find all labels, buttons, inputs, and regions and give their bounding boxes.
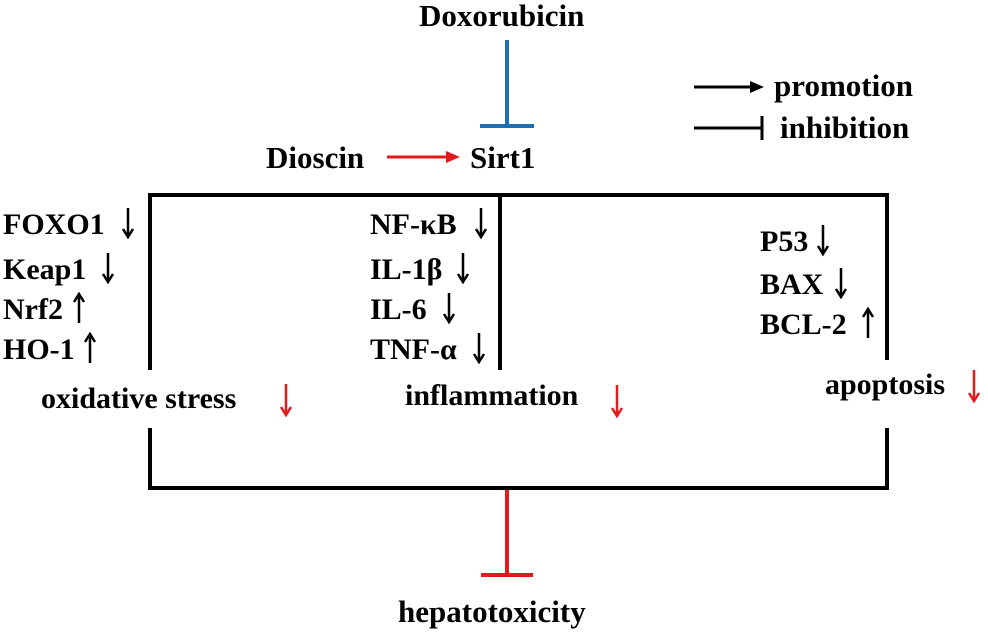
marker-il6: IL-6 (370, 293, 456, 325)
marker-p53: P53 (760, 225, 830, 257)
red-down-arrow-icon (279, 384, 293, 418)
down-arrow-icon (474, 208, 488, 240)
marker-keap1: Keap1 (3, 253, 115, 285)
down-arrow-icon (834, 268, 848, 300)
up-arrow-icon (83, 331, 97, 363)
red-down-arrow-icon (967, 370, 981, 404)
down-arrow-icon (121, 208, 135, 240)
red-down-arrow-icon (610, 385, 624, 419)
up-arrow-icon (861, 306, 875, 338)
marker-bax: BAX (760, 268, 848, 300)
marker-il1b: IL-1β (370, 253, 470, 285)
outcome-oxidative-stress: oxidative stress (41, 384, 293, 418)
down-arrow-icon (456, 253, 470, 285)
dioscin-promote-arrowhead (446, 151, 460, 163)
marker-ho1: HO-1 (3, 331, 97, 365)
outcome-inflammation: inflammation (405, 381, 624, 419)
up-arrow-icon (72, 291, 86, 323)
down-arrow-icon (101, 253, 115, 285)
legend-promotion-arrowhead (750, 81, 764, 93)
sirt1-label: Sirt1 (470, 140, 536, 175)
marker-foxo1: FOXO1 (3, 208, 135, 240)
outcome-apoptosis: apoptosis (825, 370, 981, 404)
legend-inhibition-label: inhibition (780, 110, 910, 145)
down-arrow-icon (442, 293, 456, 325)
marker-tnfa: TNF-α (370, 333, 486, 365)
marker-nrf2: Nrf2 (3, 291, 86, 325)
down-arrow-icon (816, 225, 830, 257)
down-arrow-icon (472, 333, 486, 365)
marker-nfkb: NF-κB (370, 208, 488, 240)
hepatotoxicity-label: hepatotoxicity (398, 594, 586, 629)
marker-bcl2: BCL-2 (760, 306, 875, 340)
legend-promotion-label: promotion (774, 68, 913, 103)
doxorubicin-label: Doxorubicin (419, 0, 585, 33)
dioscin-label: Dioscin (266, 140, 365, 175)
